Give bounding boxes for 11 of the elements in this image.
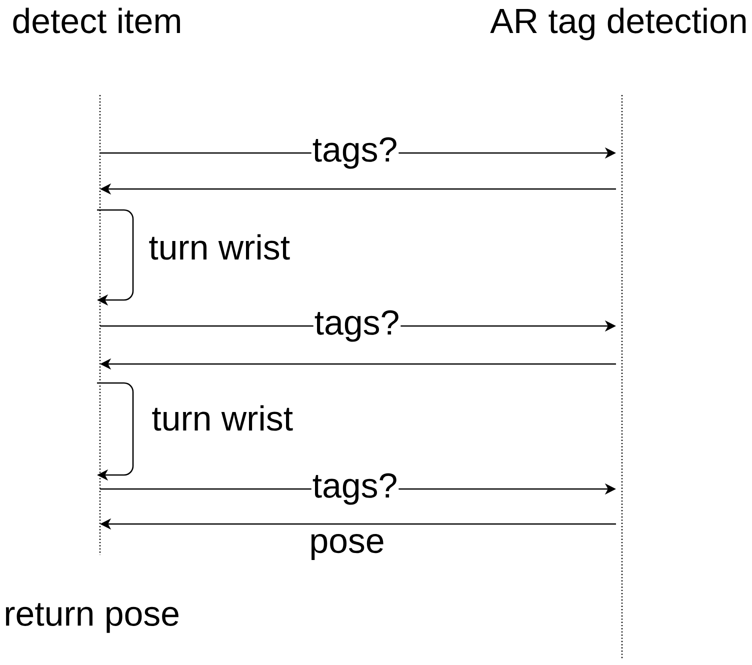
edge-label: turn wrist [150,404,294,432]
arrow [97,382,134,481]
edge-label: turn wrist [148,233,292,261]
edge-label: tags? [311,136,399,170]
note-text: return pose [6,603,178,633]
edge-label: pose [308,533,386,561]
edge-label: tags? [311,472,399,506]
arrow [97,209,134,306]
lifeline-header: AR tag detection [490,8,746,40]
edge-label: tags? [313,309,401,343]
lifeline-header: detect item [13,8,180,34]
